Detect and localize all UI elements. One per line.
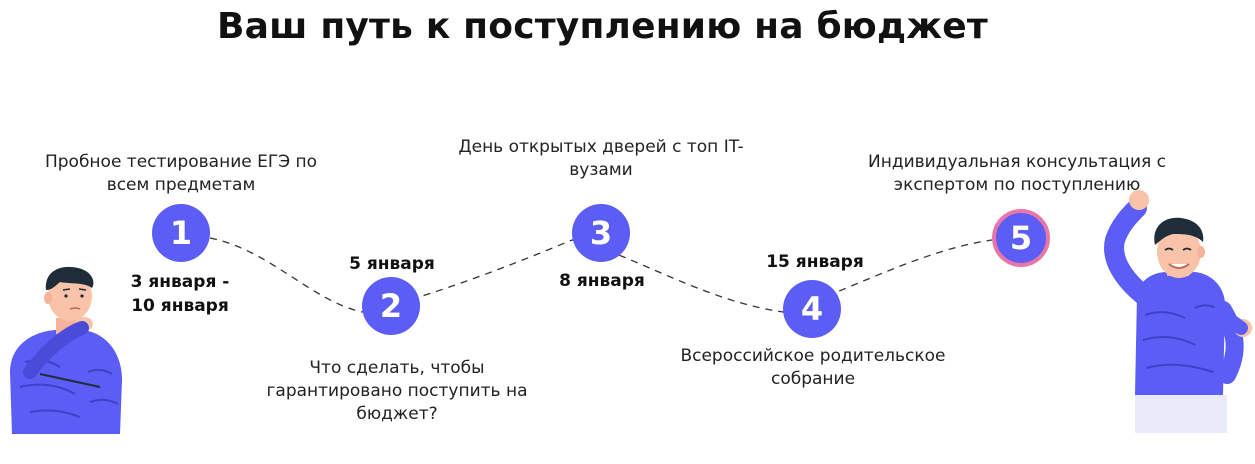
step-3-circle: 3 — [572, 204, 630, 262]
step-1-circle: 1 — [152, 204, 210, 262]
step-4-date: 15 января — [766, 252, 864, 272]
step-3-label: День открытых дверей с топ IT-вузами — [458, 137, 744, 180]
step-1-date: 3 января -10 января — [130, 272, 230, 316]
step-3-date: 8 января — [559, 271, 645, 291]
step-4-circle: 4 — [783, 280, 841, 338]
step-2-circle: 2 — [362, 277, 420, 335]
celebrating-person-illustration — [1104, 190, 1252, 433]
step-5-circle: 5 — [992, 209, 1050, 267]
thinking-person-illustration — [10, 266, 122, 434]
page-title: Ваш путь к поступлению на бюджет — [217, 6, 988, 47]
step-2-date: 5 января — [349, 254, 435, 274]
